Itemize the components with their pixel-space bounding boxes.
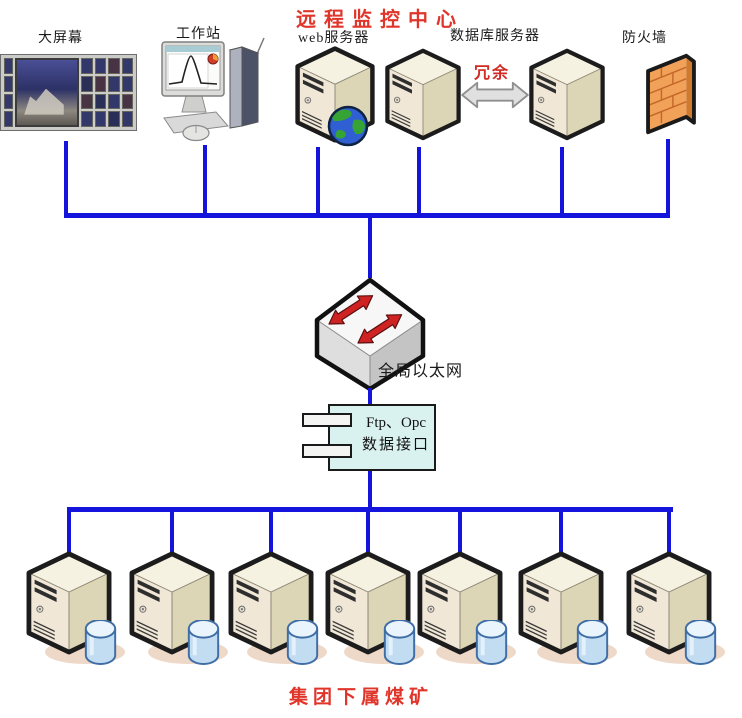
mine-server-icon — [23, 550, 127, 666]
network-link — [203, 145, 207, 215]
redundancy-arrow-icon — [460, 80, 530, 110]
database-server-2-icon — [528, 45, 606, 143]
big-screen-icon — [0, 54, 137, 131]
network-link — [417, 147, 421, 215]
top-bus-line — [64, 213, 670, 218]
component-tab — [302, 413, 352, 427]
data-interface-text: Ftp、Opc 数据接口 — [358, 412, 434, 456]
web-server-label: web服务器 — [298, 31, 370, 46]
workstation-icon — [158, 34, 272, 144]
page-title: 远程监控中心 — [296, 9, 464, 31]
database-server-1-icon — [384, 45, 462, 143]
mine-server-icon — [126, 550, 230, 666]
globe-icon — [326, 104, 370, 148]
network-link — [316, 147, 320, 215]
network-link — [458, 510, 462, 555]
database-server-label: 数据库服务器 — [450, 29, 540, 44]
mine-server-icon — [414, 550, 518, 666]
mine-server-icon — [623, 550, 727, 666]
network-link — [368, 471, 372, 511]
mine-server-icon — [225, 550, 329, 666]
interface-line1: Ftp、Opc — [365, 415, 426, 431]
firewall-icon — [636, 50, 706, 138]
redundancy-label: 冗余 — [474, 65, 511, 82]
network-link — [64, 141, 68, 215]
interface-line2: 数据接口 — [361, 437, 430, 453]
mine-server-icon — [515, 550, 619, 666]
workstation-label: 工作站 — [176, 27, 221, 42]
big-screen-label: 大屏幕 — [38, 31, 83, 46]
network-link — [666, 139, 670, 215]
network-link — [667, 510, 671, 555]
firewall-label: 防火墙 — [622, 31, 667, 46]
network-link — [560, 147, 564, 215]
network-link — [366, 510, 370, 555]
component-tab — [302, 444, 352, 458]
network-link — [368, 216, 372, 278]
network-link — [559, 510, 563, 555]
bottom-bus-line — [67, 507, 673, 512]
network-link — [368, 388, 372, 405]
network-link — [67, 510, 71, 555]
video-wall-main-screen — [15, 58, 79, 127]
network-link — [269, 510, 273, 555]
ethernet-label: 全局以太网 — [378, 363, 464, 380]
video-wall-tile-grid — [81, 58, 133, 127]
network-link — [170, 510, 174, 555]
footer-title: 集团下属煤矿 — [289, 687, 434, 708]
video-wall-side-tiles — [4, 58, 13, 127]
mine-server-icon — [322, 550, 426, 666]
